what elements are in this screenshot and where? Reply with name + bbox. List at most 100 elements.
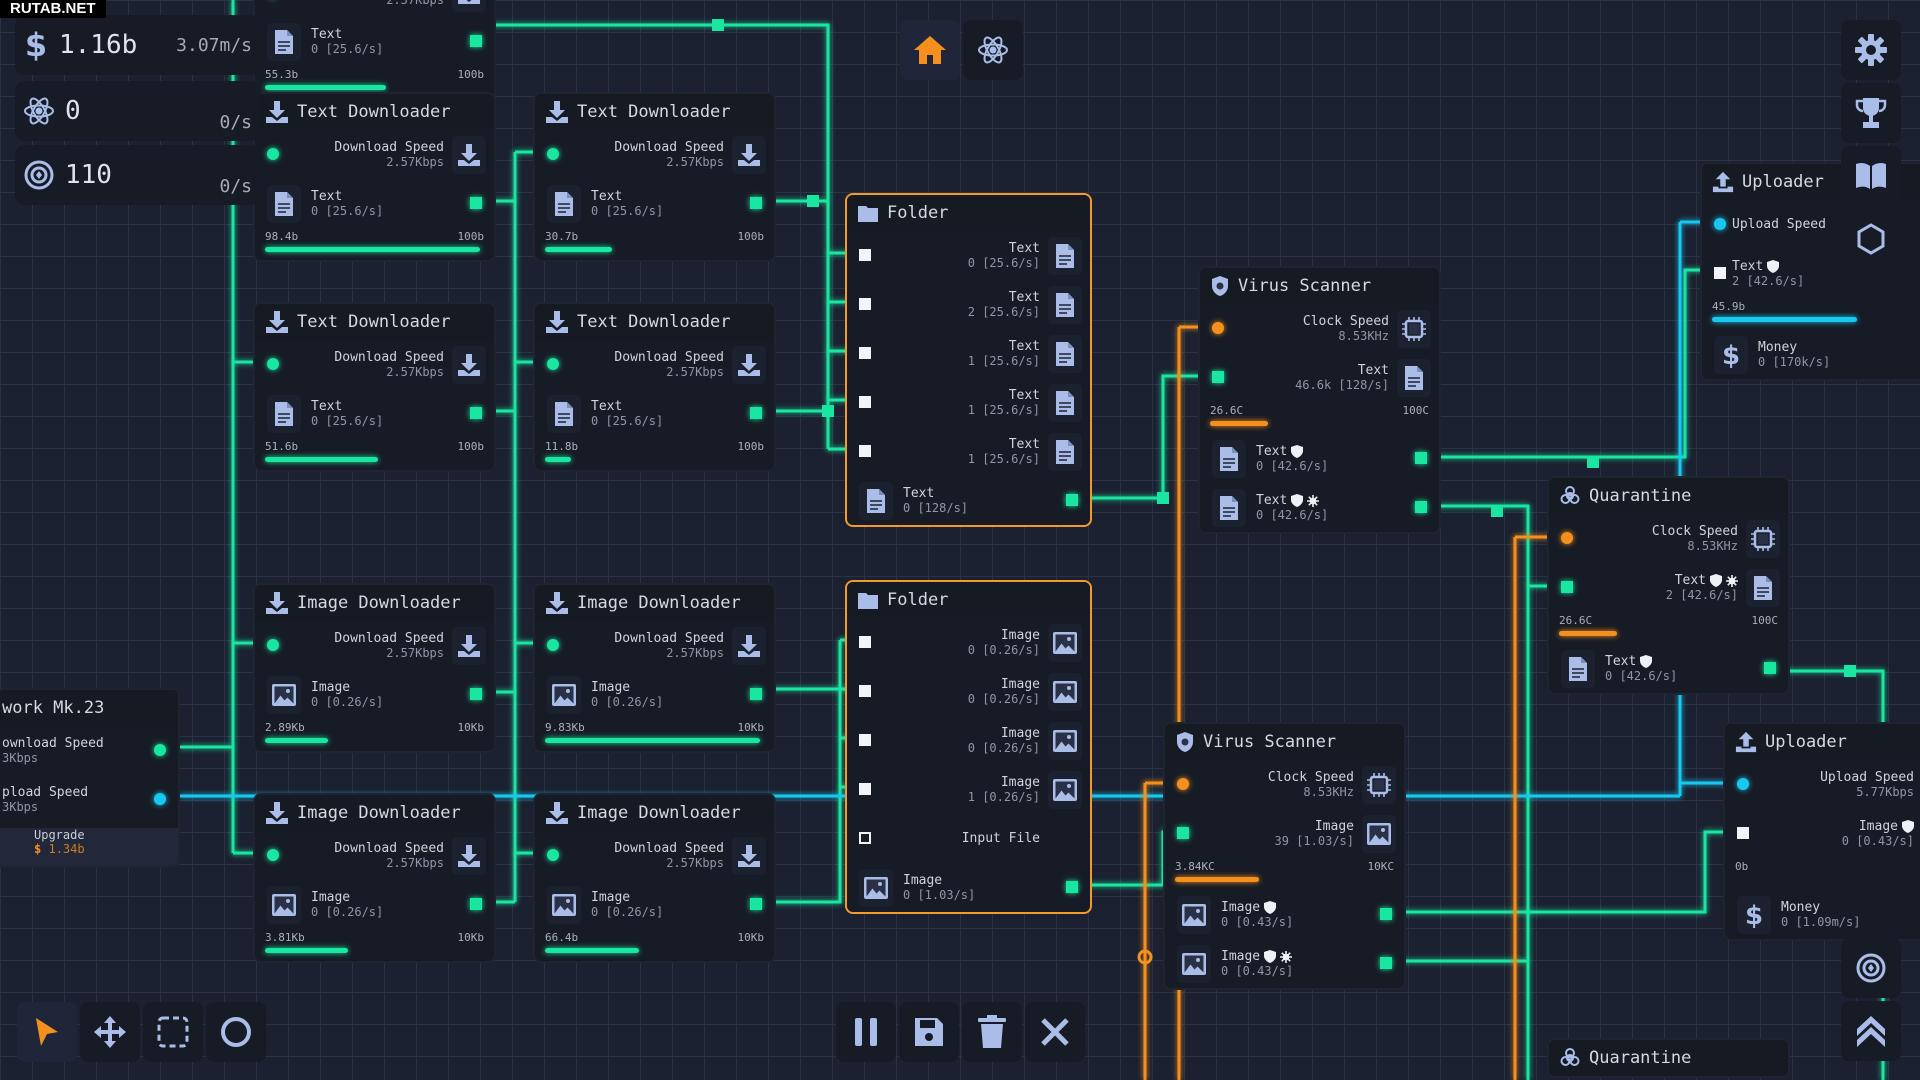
input-port[interactable] <box>859 347 871 359</box>
input-port[interactable] <box>1714 218 1726 230</box>
input-port[interactable] <box>859 636 871 648</box>
upgrade-button[interactable]: Upgrade$ 1.34b <box>0 828 178 866</box>
node-title[interactable]: Image Downloader <box>255 795 494 831</box>
input-port[interactable] <box>547 639 559 651</box>
select-box-button[interactable] <box>143 1002 203 1062</box>
hexagon-button[interactable] <box>1841 209 1901 269</box>
output-port[interactable] <box>470 407 482 419</box>
node-quarantine[interactable]: Quarantine <box>1547 1038 1790 1078</box>
output-port[interactable] <box>750 898 762 910</box>
node-title[interactable]: work Mk.23 <box>0 690 178 726</box>
input-port[interactable] <box>1561 581 1573 593</box>
node-title[interactable]: Text Downloader <box>535 304 774 340</box>
input-port[interactable] <box>547 148 559 160</box>
wire-junction[interactable] <box>1587 456 1599 468</box>
output-port[interactable] <box>1415 452 1427 464</box>
input-port[interactable] <box>267 148 279 160</box>
book-button[interactable] <box>1841 146 1901 206</box>
node-title[interactable]: Text Downloader <box>535 94 774 130</box>
input-port[interactable] <box>267 849 279 861</box>
trash-button[interactable] <box>962 1002 1022 1062</box>
input-port[interactable] <box>1714 267 1726 279</box>
node-title[interactable]: Image Downloader <box>255 585 494 621</box>
input-port[interactable] <box>1561 532 1573 544</box>
input-port[interactable] <box>1737 778 1749 790</box>
wire-junction[interactable] <box>1491 505 1503 517</box>
input-port[interactable] <box>1177 778 1189 790</box>
node-title[interactable]: Text Downloader <box>255 94 494 130</box>
chevrons-up-button[interactable] <box>1841 1001 1901 1061</box>
input-port[interactable] <box>1177 827 1189 839</box>
output-port[interactable] <box>1380 908 1392 920</box>
pause-button[interactable] <box>836 1002 896 1062</box>
input-port[interactable] <box>1212 322 1224 334</box>
node-title[interactable]: Quarantine <box>1549 1040 1788 1076</box>
pointer-button[interactable] <box>17 1002 77 1062</box>
home-button[interactable] <box>900 20 960 80</box>
output-port[interactable] <box>1764 662 1776 674</box>
circle-button[interactable] <box>206 1002 266 1062</box>
node-title[interactable]: Folder <box>847 195 1090 231</box>
close-button[interactable] <box>1025 1002 1085 1062</box>
node-title[interactable]: Virus Scanner <box>1165 724 1404 760</box>
input-port[interactable] <box>547 358 559 370</box>
target-button[interactable] <box>1841 938 1901 998</box>
input-port[interactable] <box>859 734 871 746</box>
wire-junction[interactable] <box>1157 492 1169 504</box>
input-port[interactable] <box>859 249 871 261</box>
input-port[interactable] <box>1212 371 1224 383</box>
output-port[interactable] <box>1066 881 1078 893</box>
node-title[interactable]: Text Downloader <box>255 304 494 340</box>
node-title[interactable]: Image Downloader <box>535 795 774 831</box>
output-port[interactable] <box>154 744 166 756</box>
output-port[interactable] <box>1066 494 1078 506</box>
node-title[interactable]: Quarantine <box>1549 478 1788 514</box>
input-port[interactable] <box>267 639 279 651</box>
output-port[interactable] <box>470 197 482 209</box>
wire-junction[interactable] <box>1844 665 1856 677</box>
output-port[interactable] <box>1415 501 1427 513</box>
output-port[interactable] <box>470 688 482 700</box>
wire-junction[interactable] <box>822 405 834 417</box>
output-port[interactable] <box>750 688 762 700</box>
move-button[interactable] <box>80 1002 140 1062</box>
input-port[interactable] <box>267 358 279 370</box>
output-port[interactable] <box>470 898 482 910</box>
node-title[interactable]: Virus Scanner <box>1200 268 1439 304</box>
trophy-button[interactable] <box>1841 83 1901 143</box>
input-port[interactable] <box>859 445 871 457</box>
wire-junction[interactable] <box>1137 949 1153 965</box>
node-title[interactable]: Uploader <box>1725 724 1920 760</box>
input-port[interactable] <box>859 685 871 697</box>
output-port[interactable] <box>750 197 762 209</box>
output-port[interactable] <box>154 793 166 805</box>
output-port[interactable] <box>470 35 482 47</box>
input-port[interactable] <box>859 396 871 408</box>
node-title[interactable]: Folder <box>847 582 1090 618</box>
input-port[interactable] <box>859 298 871 310</box>
input-port[interactable] <box>859 832 871 844</box>
atom-button[interactable] <box>963 20 1023 80</box>
output-port[interactable] <box>750 407 762 419</box>
save-button[interactable] <box>899 1002 959 1062</box>
wire-junction[interactable] <box>712 19 724 31</box>
output-port[interactable] <box>1380 957 1392 969</box>
node-title[interactable]: Image Downloader <box>535 585 774 621</box>
input-port[interactable] <box>859 783 871 795</box>
